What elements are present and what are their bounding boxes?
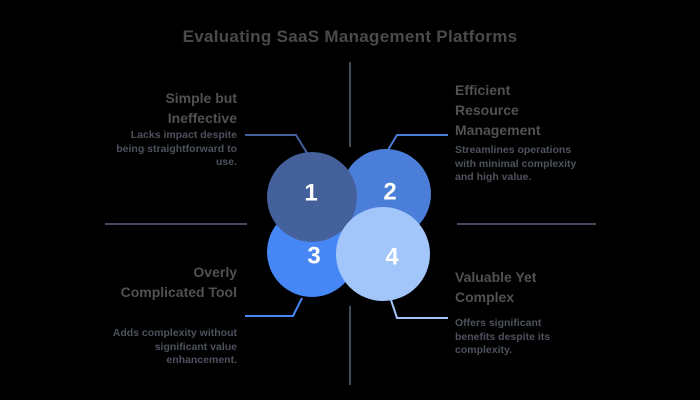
quadrant-4-title: Valuable Yet Complex <box>455 269 537 305</box>
connector-line-2 <box>387 134 448 151</box>
circle-4-number: 4 <box>385 244 399 271</box>
connector-line-3 <box>245 297 303 317</box>
circle-4 <box>336 207 430 301</box>
circle-1-number: 1 <box>304 180 317 207</box>
quadrant-2-title: Efficient Resource Management <box>455 82 541 138</box>
quadrant-4-description: Offers significant benefits despite its … <box>455 317 551 356</box>
quadrant-3-description: Adds complexity without significant valu… <box>112 327 237 366</box>
quadrant-2-description: Streamlines operations with minimal comp… <box>455 144 577 183</box>
connector-line-1 <box>245 134 308 154</box>
circle-1 <box>267 152 357 242</box>
connector-line-4 <box>390 299 448 319</box>
quadrant-1-title: Simple but Ineffective <box>165 90 237 126</box>
quadrant-1-description: Lacks impact despite being straightforwa… <box>116 129 237 168</box>
page-title: Evaluating SaaS Management Platforms <box>182 27 518 46</box>
quadrant-3-title: Overly Complicated Tool <box>120 264 237 300</box>
circle-2-number: 2 <box>383 179 396 206</box>
circle-3-number: 3 <box>307 243 320 270</box>
